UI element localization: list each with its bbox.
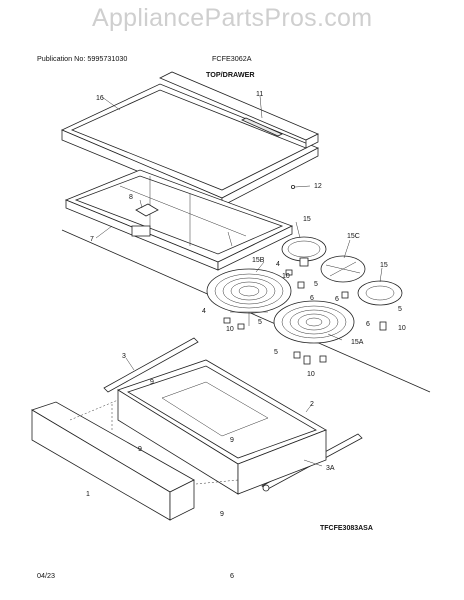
callout-1: 1	[86, 491, 90, 498]
callout-12: 12	[314, 183, 322, 190]
callout-9a: 9	[150, 379, 154, 386]
callout-6b: 6	[335, 296, 339, 303]
callout-5c: 5	[398, 306, 402, 313]
callout-5b: 5	[258, 319, 262, 326]
callout-3a: 3A	[326, 465, 335, 472]
callout-5d: 5	[274, 349, 278, 356]
callout-3: 3	[122, 353, 126, 360]
callout-10c: 10	[398, 325, 406, 332]
watermark: AppliancePartsPros.com	[92, 4, 373, 32]
callout-5a: 5	[314, 281, 318, 288]
surface-element-15-right	[357, 280, 403, 306]
callout-16: 16	[96, 95, 104, 102]
drawer-front-panel	[31, 401, 195, 521]
footer-page-number: 6	[230, 571, 234, 580]
drawer-body	[117, 359, 327, 495]
callout-9d: 9	[220, 511, 224, 518]
terminal-connectors	[223, 269, 387, 365]
callout-2: 2	[310, 401, 314, 408]
callout-10a: 10	[282, 273, 290, 280]
cooktop-frame	[64, 169, 294, 271]
callout-7: 7	[90, 236, 94, 243]
drawer-slide-3	[103, 337, 199, 393]
callout-6a: 6	[310, 295, 314, 302]
bracket-8	[135, 199, 159, 217]
model-number: FCFE3062A	[212, 54, 252, 63]
surface-element-15-top	[281, 236, 327, 267]
surface-element-15c	[320, 255, 366, 283]
callout-15c: 15C	[347, 233, 360, 240]
callout-15-right: 15	[380, 262, 388, 269]
callout-11: 11	[256, 91, 263, 98]
callout-6c: 6	[366, 321, 370, 328]
diagram-code: TFCFE3083ASA	[320, 525, 373, 532]
callout-9b: 9	[138, 446, 142, 453]
callout-10b: 10	[226, 326, 234, 333]
callout-15-top: 15	[303, 216, 311, 223]
callout-10d: 10	[307, 371, 315, 378]
footer-date: 04/23	[37, 571, 55, 580]
surface-element-15b	[206, 268, 292, 326]
callout-15a: 15A	[351, 339, 364, 346]
surface-element-15a	[273, 300, 355, 344]
callout-4a: 4	[276, 261, 280, 268]
callout-9c: 9	[230, 437, 234, 444]
screw-12	[290, 184, 295, 189]
callout-15b: 15B	[252, 257, 265, 264]
callout-8: 8	[129, 194, 133, 201]
callout-4b: 4	[202, 308, 206, 315]
leader-lines	[95, 95, 383, 467]
publication-number: Publication No: 5995731030	[37, 54, 128, 63]
rear-trim-strip	[159, 71, 319, 149]
section-title: TOP/DRAWER	[206, 70, 255, 79]
